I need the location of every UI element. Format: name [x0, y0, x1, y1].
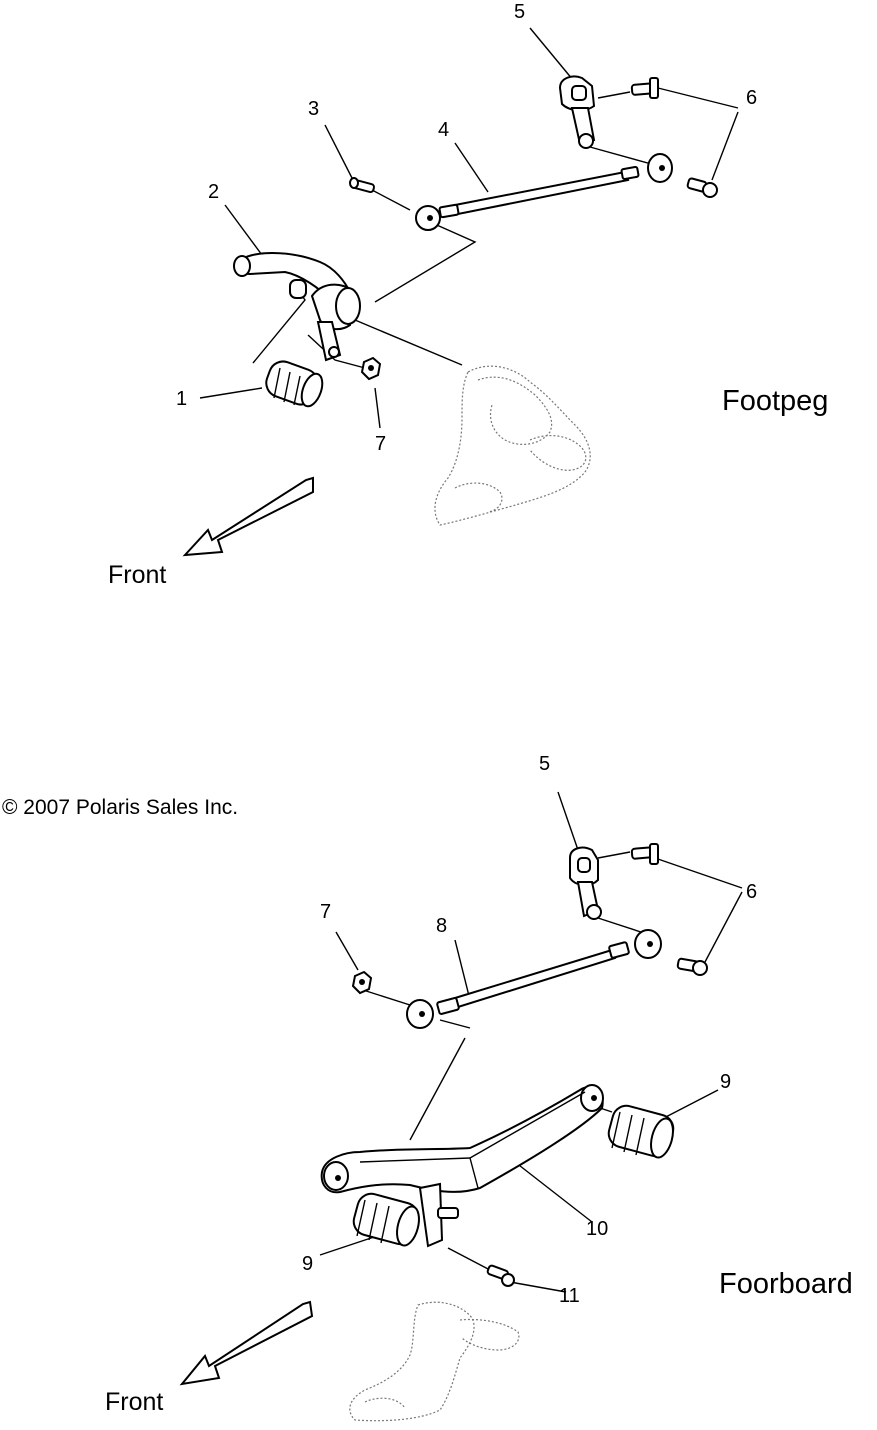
foorboard-callout-11: 11	[559, 1285, 580, 1307]
foorboard-callout-8: 8	[436, 915, 447, 937]
footpeg-callout-5: 5	[514, 1, 525, 23]
foorboard-callout-9-left: 9	[302, 1253, 313, 1275]
footpeg-callout-6: 6	[746, 87, 757, 109]
foorboard-frame-ghost	[349, 1301, 520, 1422]
part-5-shift-arm	[558, 75, 596, 149]
footpeg-front-label: Front	[108, 561, 166, 589]
foorboard-callout-9-right: 9	[720, 1071, 731, 1093]
footpeg-callout-2: 2	[208, 181, 219, 203]
foorboard-callout-7: 7	[320, 901, 331, 923]
foorboard-part-11-bolt	[486, 1264, 515, 1287]
foorboard-callout-5: 5	[539, 753, 550, 775]
part-1-peg-grip	[265, 360, 324, 408]
foorboard-part-6-bolts	[630, 843, 708, 976]
part-6-bolts	[630, 77, 718, 198]
part-3-bolt	[349, 177, 375, 194]
footpeg-front-arrow	[182, 476, 314, 557]
part-7-nut	[360, 356, 382, 381]
foorboard-leaders	[319, 791, 743, 1293]
foorboard-callout-6: 6	[746, 881, 757, 903]
foorboard-part-9-grip-left	[352, 1192, 420, 1247]
foorboard-part-5-shift-arm	[569, 846, 602, 920]
foorboard-callout-10: 10	[586, 1218, 608, 1240]
foorboard-front-label: Front	[105, 1388, 163, 1416]
footpeg-title: Footpeg	[722, 385, 828, 417]
foorboard-front-arrow	[179, 1300, 314, 1386]
foorboard-assembly: 5 6 7 8 9 9 10 11 Foorboard Front	[105, 753, 853, 1422]
footpeg-assembly: 1 2 3 4 5 6 7 Footpeg Front	[108, 1, 828, 589]
footpeg-callout-3: 3	[308, 98, 319, 120]
foorboard-part-9-grip-right	[607, 1104, 675, 1159]
footpeg-leaders	[199, 27, 739, 429]
footpeg-frame-ghost	[434, 365, 591, 526]
footpeg-callout-4: 4	[438, 119, 449, 141]
foorboard-part-7-nut	[351, 970, 373, 995]
foorboard-title: Foorboard	[719, 1268, 853, 1300]
foorboard-part-8-linkage-rod	[406, 929, 662, 1029]
footpeg-callout-7: 7	[375, 433, 386, 455]
part-4-linkage-rod	[415, 153, 673, 231]
part-2-shift-lever	[233, 252, 361, 362]
copyright-notice: © 2007 Polaris Sales Inc.	[2, 796, 238, 819]
footpeg-callout-1: 1	[176, 388, 187, 410]
foorboard-part-10-lever	[320, 1084, 604, 1248]
